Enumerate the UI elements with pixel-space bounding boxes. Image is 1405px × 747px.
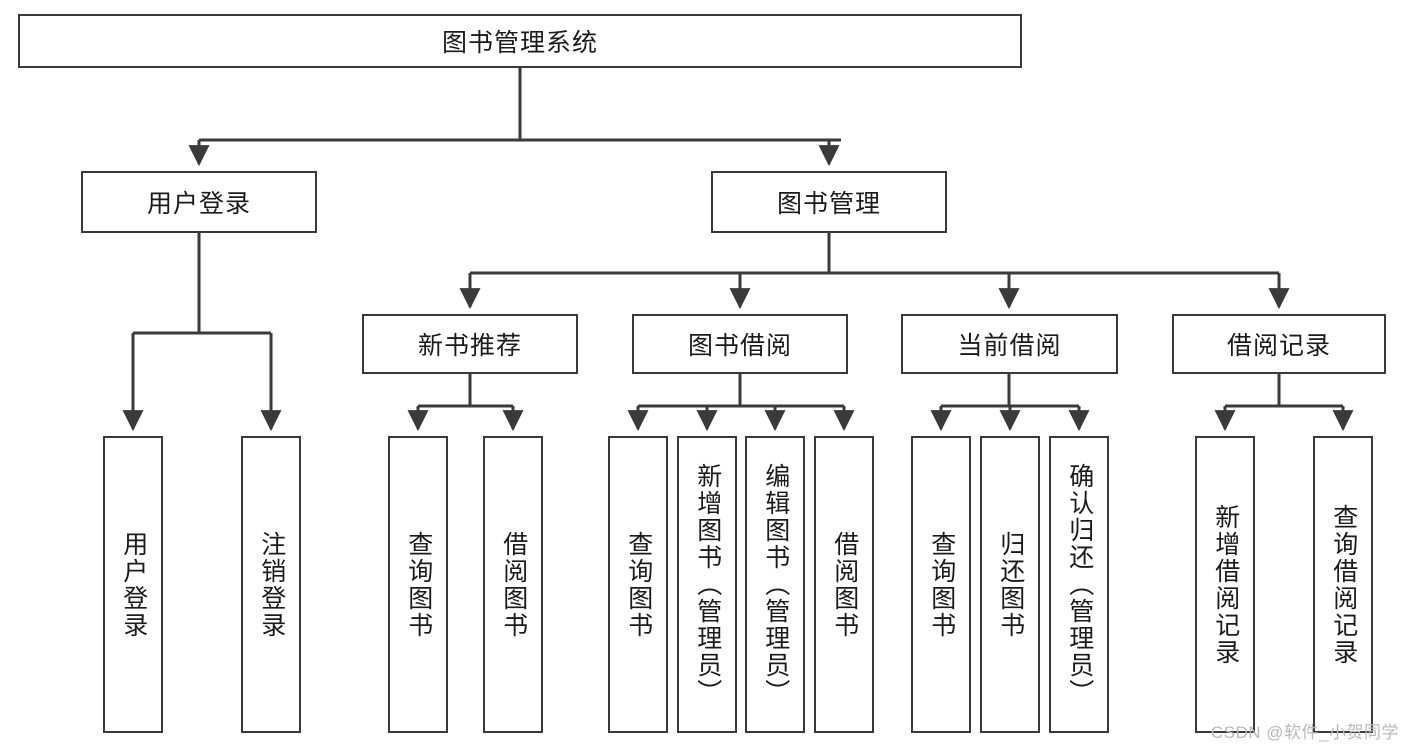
node-current-borrow-label: 当前借阅 — [957, 332, 1062, 360]
leaf-user-login[interactable]: 用户登录 — [103, 436, 163, 733]
leaf-add-book-admin[interactable]: 新增图书（管理员） — [677, 436, 737, 733]
leaf-query-book-new[interactable]: 查询图书 — [388, 436, 448, 733]
leaf-return-book-label: 归还图书 — [996, 530, 1025, 639]
leaf-add-borrow-record-label: 新增借阅记录 — [1211, 503, 1240, 666]
leaf-query-borrow-record[interactable]: 查询借阅记录 — [1313, 436, 1373, 733]
node-book-borrow[interactable]: 图书借阅 — [632, 314, 848, 374]
node-borrow-records[interactable]: 借阅记录 — [1172, 314, 1386, 374]
leaf-lend-book[interactable]: 借阅图书 — [814, 436, 874, 733]
leaf-edit-book-admin-label: 编辑图书（管理员） — [761, 463, 790, 706]
leaf-query-book-current[interactable]: 查询图书 — [911, 436, 971, 733]
node-book-management[interactable]: 图书管理 — [711, 171, 947, 233]
watermark: CSDN @软件_小贺同学 — [1210, 723, 1399, 742]
leaf-user-logout[interactable]: 注销登录 — [241, 436, 301, 733]
leaf-user-login-label: 用户登录 — [119, 530, 148, 639]
node-new-book-recommend[interactable]: 新书推荐 — [362, 314, 578, 374]
leaf-confirm-return-admin[interactable]: 确认归还（管理员） — [1049, 436, 1109, 733]
node-current-borrow[interactable]: 当前借阅 — [901, 314, 1118, 374]
leaf-add-book-admin-label: 新增图书（管理员） — [693, 463, 722, 706]
node-borrow-records-label: 借阅记录 — [1226, 332, 1331, 360]
node-user-login[interactable]: 用户登录 — [81, 171, 317, 233]
leaf-borrow-book-new[interactable]: 借阅图书 — [483, 436, 543, 733]
leaf-query-borrow-record-label: 查询借阅记录 — [1329, 503, 1358, 666]
leaf-add-borrow-record[interactable]: 新增借阅记录 — [1195, 436, 1255, 733]
leaf-edit-book-admin[interactable]: 编辑图书（管理员） — [745, 436, 805, 733]
node-user-login-label: 用户登录 — [146, 190, 251, 218]
leaf-return-book[interactable]: 归还图书 — [980, 436, 1040, 733]
leaf-query-book-borrow-label: 查询图书 — [624, 530, 653, 639]
node-root-label: 图书管理系统 — [441, 29, 598, 57]
leaf-user-logout-label: 注销登录 — [257, 530, 286, 639]
leaf-query-book-borrow[interactable]: 查询图书 — [608, 436, 668, 733]
leaf-confirm-return-admin-label: 确认归还（管理员） — [1065, 463, 1094, 706]
leaf-lend-book-label: 借阅图书 — [830, 530, 859, 639]
node-root[interactable]: 图书管理系统 — [18, 14, 1022, 68]
node-new-book-recommend-label: 新书推荐 — [417, 332, 522, 360]
leaf-borrow-book-new-label: 借阅图书 — [499, 530, 528, 639]
leaf-query-book-new-label: 查询图书 — [404, 530, 433, 639]
leaf-query-book-current-label: 查询图书 — [927, 530, 956, 639]
node-book-borrow-label: 图书借阅 — [687, 332, 792, 360]
node-book-management-label: 图书管理 — [776, 190, 881, 218]
